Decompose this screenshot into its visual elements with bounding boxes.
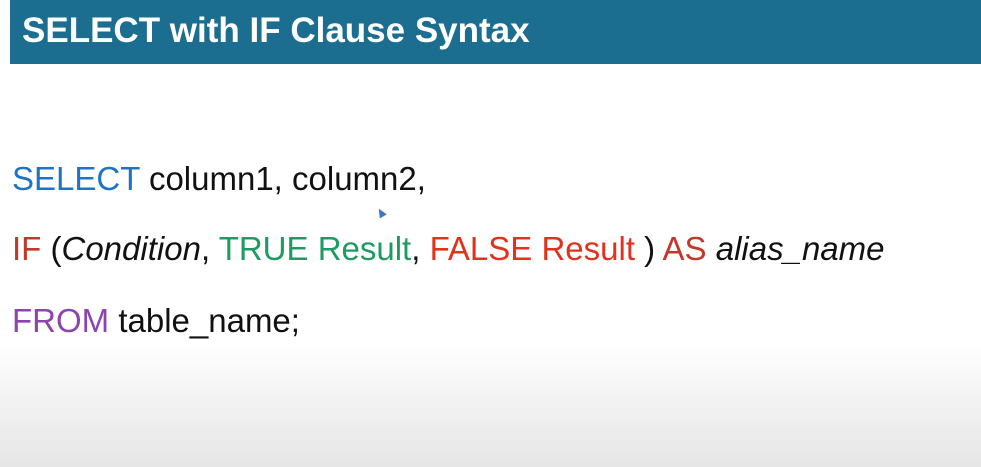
condition-text: Condition: [61, 230, 201, 267]
open-paren: (: [41, 230, 62, 267]
code-line-if: IF (Condition, TRUE Result, FALSE Result…: [12, 230, 885, 268]
code-line-from: FROM table_name;: [12, 302, 300, 340]
alias-name: alias_name: [715, 230, 885, 267]
keyword-if: IF: [12, 230, 42, 267]
title-bar: SELECT with IF Clause Syntax: [10, 0, 981, 64]
table-name: table_name;: [109, 302, 300, 339]
keyword-from: FROM: [12, 302, 110, 339]
comma-2: ,: [411, 230, 430, 267]
space: [707, 230, 716, 267]
true-result: TRUE Result: [218, 230, 412, 267]
keyword-select: SELECT: [12, 160, 140, 197]
false-result: FALSE Result: [429, 230, 636, 267]
comma-1: ,: [200, 230, 219, 267]
keyword-as: AS: [662, 230, 707, 267]
slide-title: SELECT with IF Clause Syntax: [22, 11, 530, 50]
close-paren: ): [635, 230, 663, 267]
mouse-cursor-icon: [375, 206, 387, 219]
code-line-select: SELECT column1, column2,: [12, 160, 426, 198]
select-columns: column1, column2,: [139, 160, 426, 197]
